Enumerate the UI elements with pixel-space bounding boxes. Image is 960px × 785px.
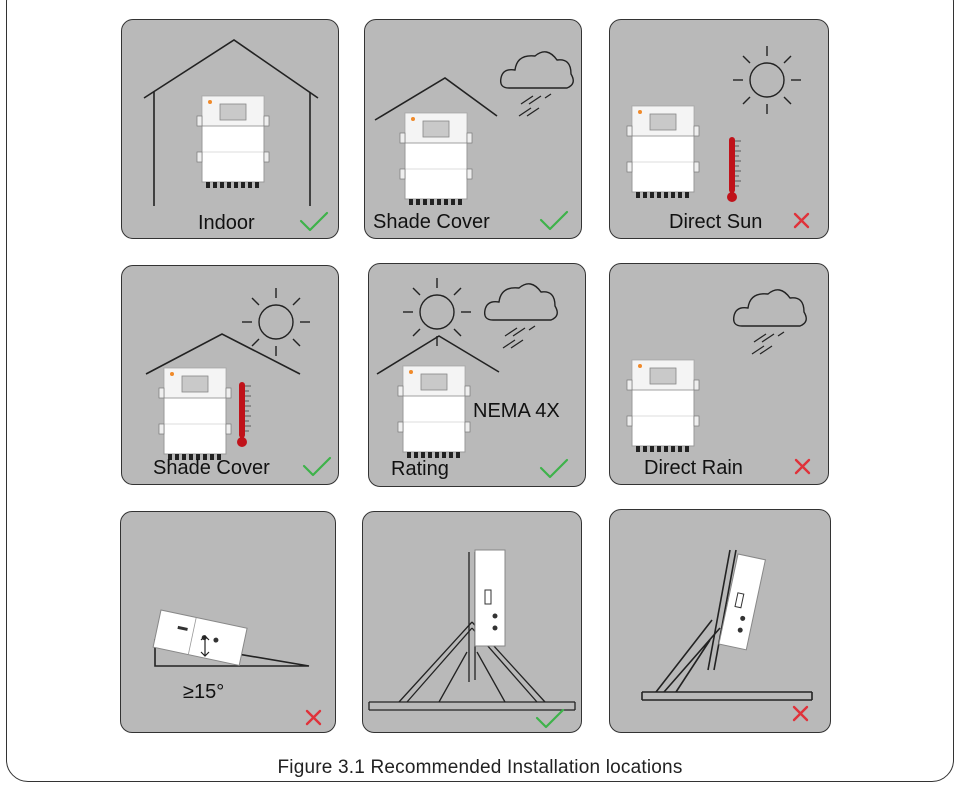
roof-icon bbox=[376, 335, 500, 375]
cross-icon bbox=[305, 709, 322, 726]
roof-icon: Shade Cover bbox=[373, 51, 574, 233]
thermometer-icon bbox=[236, 381, 252, 448]
cloud-rain-icon bbox=[499, 51, 574, 117]
check-icon bbox=[539, 210, 569, 231]
panel-direct-sun: Direct Sun bbox=[609, 19, 829, 239]
slope-icon: ≥15° bbox=[152, 609, 322, 726]
thermometer-icon bbox=[726, 136, 742, 203]
cross-icon bbox=[793, 212, 810, 229]
panel-direct-rain: Direct Rain bbox=[609, 263, 829, 485]
angle-label: ≥15° bbox=[183, 681, 224, 703]
panel-tilted-stand bbox=[609, 509, 831, 733]
sun-icon bbox=[402, 277, 472, 347]
panel-nema-rating: NEMA 4X Rating bbox=[368, 263, 586, 487]
panel-label: Shade Cover bbox=[153, 457, 270, 479]
panel-label: Rating bbox=[391, 458, 449, 480]
panel-shade-cover-sun: Shade Cover bbox=[121, 265, 339, 485]
inverter-icon bbox=[626, 359, 700, 453]
check-icon bbox=[539, 458, 569, 479]
rating-value: NEMA 4X bbox=[473, 400, 560, 422]
house-icon: Indoor bbox=[143, 39, 329, 234]
panel-vertical-stand bbox=[362, 511, 582, 733]
panel-shade-cover: Shade Cover bbox=[364, 19, 582, 239]
panel-label: Indoor bbox=[198, 212, 255, 234]
sun-icon bbox=[732, 45, 802, 115]
figure-caption: Figure 3.1 Recommended Installation loca… bbox=[277, 757, 683, 778]
panel-label: Shade Cover bbox=[373, 211, 490, 233]
panel-indoor: Indoor bbox=[121, 19, 339, 239]
cloud-rain-icon bbox=[483, 283, 558, 349]
check-icon bbox=[302, 456, 332, 477]
panel-slope: ≥15° bbox=[120, 511, 336, 733]
roof-icon bbox=[145, 333, 301, 375]
inverter-icon bbox=[718, 553, 766, 651]
inverter-icon bbox=[474, 549, 506, 647]
inverter-icon bbox=[158, 367, 232, 461]
panel-label: Direct Sun bbox=[669, 211, 762, 233]
check-icon bbox=[535, 708, 565, 729]
check-icon bbox=[299, 211, 329, 232]
bracket-stand-icon bbox=[368, 551, 576, 711]
sun-icon bbox=[241, 287, 311, 357]
inverter-icon bbox=[397, 365, 471, 459]
inverter-icon bbox=[626, 105, 700, 199]
cross-icon bbox=[792, 705, 809, 722]
panel-label: Direct Rain bbox=[644, 457, 743, 479]
cloud-rain-icon bbox=[732, 289, 807, 355]
cross-icon bbox=[794, 458, 811, 475]
